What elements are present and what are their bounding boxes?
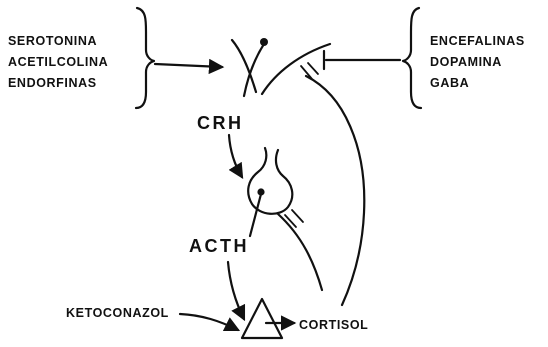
stimulator-label: SEROTONINA xyxy=(8,34,97,48)
hypothalamus-shape xyxy=(232,40,330,96)
inhibitor-label: DOPAMINA xyxy=(430,55,502,69)
cortisol-feedback-pituitary xyxy=(278,214,322,290)
inhibitor-label: ENCEFALINAS xyxy=(430,34,525,48)
stimulation-arrow xyxy=(155,64,222,67)
crh-label: CRH xyxy=(197,113,244,133)
acth-arrow xyxy=(228,262,244,319)
cortisol-label: CORTISOL xyxy=(299,318,368,332)
right-brace xyxy=(403,8,421,108)
adrenal-gland xyxy=(242,299,282,338)
stimulator-label: ENDORFINAS xyxy=(8,76,97,90)
ketoconazole-arrow xyxy=(180,314,238,330)
feedback-inhibit-mark xyxy=(308,63,318,74)
hypothalamus-neuron xyxy=(260,38,268,46)
feedback-inhibit-mark xyxy=(292,210,303,222)
pituitary-axon xyxy=(250,194,261,236)
left-brace xyxy=(136,8,154,108)
inhibitor-label: GABA xyxy=(430,76,469,90)
crh-arrow xyxy=(229,135,242,177)
feedback-inhibit-mark xyxy=(285,215,296,227)
ketoconazole-label: KETOCONAZOL xyxy=(66,306,169,320)
pituitary-gland xyxy=(248,148,292,214)
acth-label: ACTH xyxy=(189,236,249,256)
stimulator-label: ACETILCOLINA xyxy=(8,55,108,69)
